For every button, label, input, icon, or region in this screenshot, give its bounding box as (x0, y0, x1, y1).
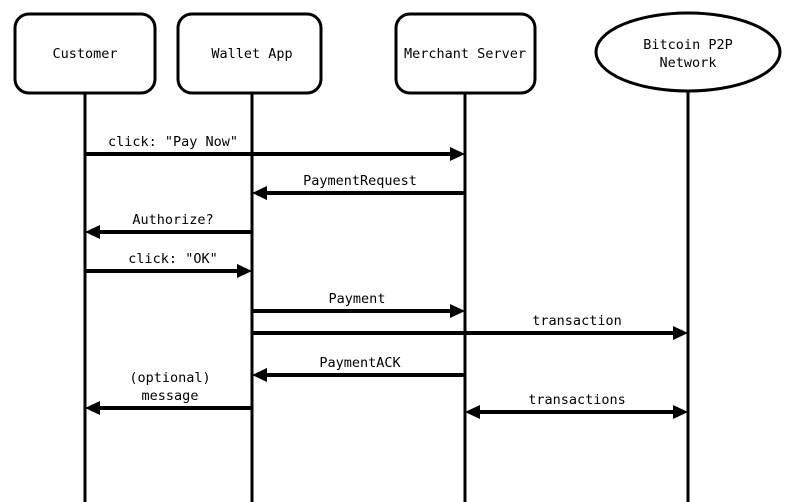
actors-group: Customer Wallet App Merchant Server Bitc… (13, 11, 782, 95)
message-click-ok[interactable]: click: "OK" (85, 251, 252, 278)
arrowhead-left-payment-request (252, 186, 267, 200)
message-transaction[interactable]: transaction (252, 313, 688, 340)
actor-box-merchant[interactable] (394, 12, 537, 95)
arrowhead-right-click-pay-now (450, 147, 465, 161)
actor-label-wallet: Wallet App (211, 46, 292, 62)
arrowhead-left-authorize (85, 225, 100, 239)
message-label-payment-ack: PaymentACK (319, 355, 401, 371)
message-payment-ack[interactable]: PaymentACK (252, 355, 465, 382)
arrowhead-left-payment-ack (252, 368, 267, 382)
lifelines-group (83, 91, 690, 502)
arrowhead-left-transactions (465, 405, 480, 419)
arrowhead-right-click-ok (237, 264, 252, 278)
message-click-pay-now[interactable]: click: "Pay Now" (85, 134, 465, 161)
message-payment[interactable]: Payment (252, 291, 465, 318)
message-transactions[interactable]: transactions (465, 392, 688, 419)
arrowhead-right-transaction (673, 326, 688, 340)
message-label-payment-request: PaymentRequest (303, 173, 417, 189)
message-label-optional-message-line1: (optional) (129, 370, 210, 386)
message-label-authorize: Authorize? (132, 212, 213, 228)
message-optional-message[interactable]: (optional) message (85, 370, 252, 415)
message-label-payment: Payment (329, 291, 386, 307)
message-label-optional-message-line2: message (142, 388, 199, 404)
actor-box-customer[interactable] (13, 12, 157, 95)
arrowhead-right-payment (450, 304, 465, 318)
message-label-transactions: transactions (528, 392, 626, 408)
actor-label-merchant: Merchant Server (404, 46, 526, 62)
actor-ellipse-p2p[interactable] (594, 11, 782, 93)
message-label-click-ok: click: "OK" (128, 251, 217, 267)
actor-label-p2p-line1: Bitcoin P2P (643, 37, 732, 53)
actor-box-wallet[interactable] (176, 12, 323, 95)
message-authorize[interactable]: Authorize? (85, 212, 252, 239)
message-label-click-pay-now: click: "Pay Now" (108, 134, 238, 150)
message-payment-request[interactable]: PaymentRequest (252, 173, 465, 200)
arrowhead-right-transactions (673, 405, 688, 419)
arrowhead-left-optional-message (85, 401, 100, 415)
message-label-transaction: transaction (532, 313, 621, 329)
actor-label-p2p-line2: Network (660, 55, 717, 71)
actor-label-customer: Customer (52, 46, 117, 62)
